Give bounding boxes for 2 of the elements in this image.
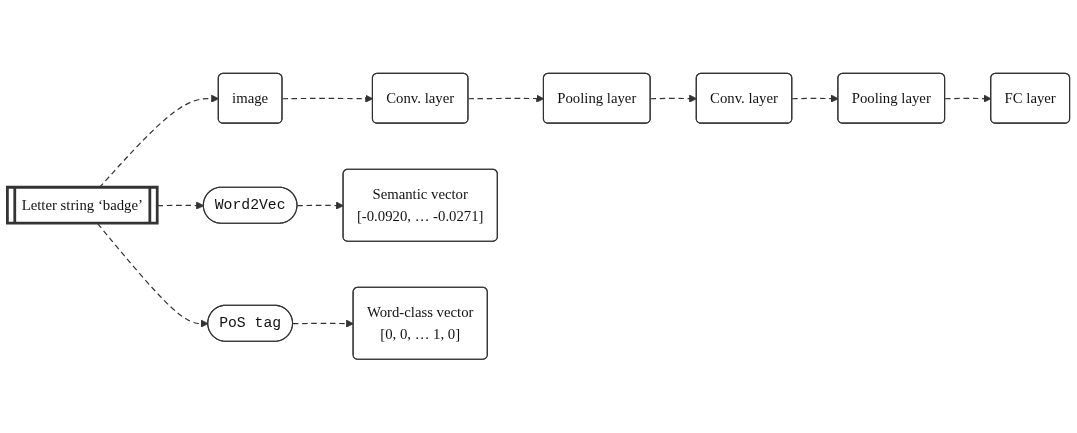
- arrow: [296, 201, 344, 210]
- arrow: [292, 319, 354, 328]
